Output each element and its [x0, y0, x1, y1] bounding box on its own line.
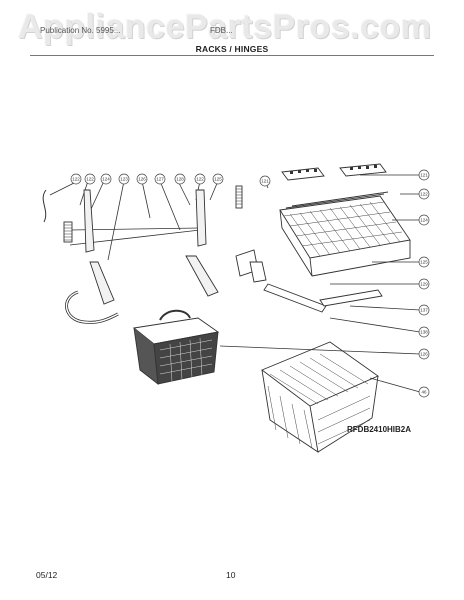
- callout-circle: [418, 278, 430, 290]
- diagram-reference-code: RFDB2410HIB2A: [347, 425, 412, 434]
- callout-number: 122: [420, 192, 428, 197]
- callout-circle: [84, 173, 96, 185]
- callout-number: 123: [120, 177, 128, 182]
- callout-number: 124: [420, 218, 428, 223]
- callout-number: 128: [176, 177, 184, 182]
- callout-number: 129: [420, 282, 428, 287]
- callout-circle: [418, 188, 430, 200]
- callout-circle: [136, 173, 148, 185]
- page-number: 10: [226, 570, 236, 580]
- callout-circle: [259, 175, 271, 187]
- callout-circle: [70, 173, 82, 185]
- watermark-logo: AppliancePartsPros.com: [18, 8, 432, 46]
- callout-circle: [194, 173, 206, 185]
- callout-number: 126: [138, 177, 146, 182]
- callout-circle: [118, 173, 130, 185]
- callout-circle: [418, 386, 430, 398]
- section-title: RACKS / HINGES: [195, 44, 269, 54]
- callout-number: 122: [196, 177, 204, 182]
- callout-circle: [174, 173, 186, 185]
- callout-number: 138: [420, 330, 428, 335]
- callout-number: 126: [420, 352, 428, 357]
- callout-circle: [418, 256, 430, 268]
- model-number: FDB...: [210, 26, 233, 35]
- callout-number: 122: [72, 177, 80, 182]
- callout-circle: [418, 304, 430, 316]
- callout-circle: [418, 326, 430, 338]
- callout-circle: [418, 169, 430, 181]
- callout-circle: [212, 173, 224, 185]
- callout-number: 46: [421, 390, 427, 395]
- callout-number: 122: [86, 177, 94, 182]
- callout-circle: [100, 173, 112, 185]
- footer-date: 05/12: [36, 570, 58, 580]
- callout-number: 127: [156, 177, 164, 182]
- callout-number: 125: [420, 260, 428, 265]
- callout-circle: [418, 214, 430, 226]
- publication-number: Publication No. 5995...: [40, 26, 121, 35]
- callout-number: 124: [102, 177, 110, 182]
- header-divider: [30, 55, 434, 56]
- callout-circle: [154, 173, 166, 185]
- callout-number: 125: [214, 177, 222, 182]
- callout-number: 121: [261, 179, 269, 184]
- callout-circle: [418, 348, 430, 360]
- callout-number: 137: [420, 308, 428, 313]
- callout-number: 121: [420, 173, 428, 178]
